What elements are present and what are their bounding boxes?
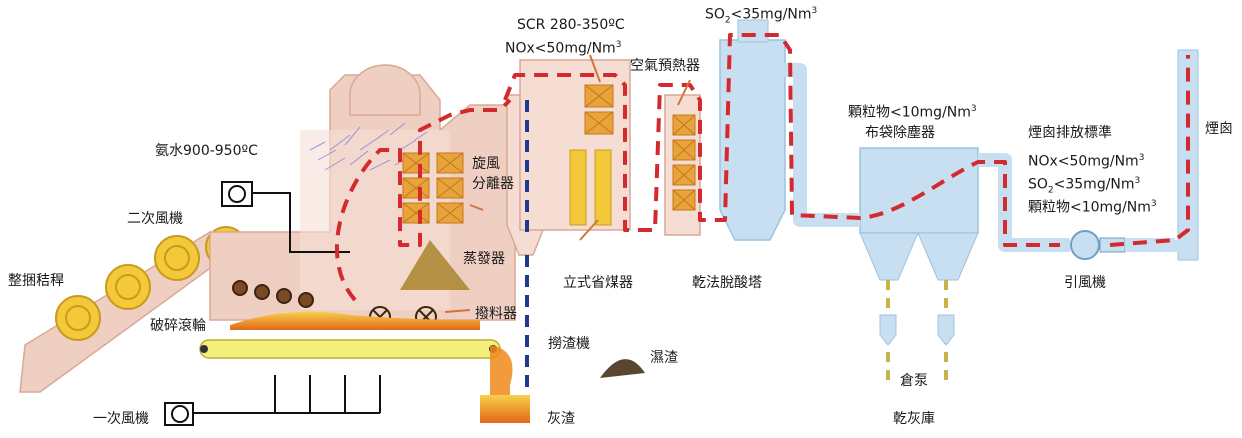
bag-filter [859, 147, 979, 281]
slag-remover-label: 撈渣機 [548, 336, 590, 352]
cyclone-label-line2: 分離器 [472, 176, 514, 192]
grate-conveyor [199, 339, 501, 359]
chimney [1177, 49, 1199, 261]
scr-economizer [519, 59, 631, 231]
dry-deacid-tower [719, 19, 786, 241]
combustion-particles [309, 122, 428, 171]
stack-dust-label: 顆粒物<10mg/Nm3 [1028, 199, 1157, 216]
bale-straw-label: 整捆秸稈 [8, 273, 64, 289]
economizer-label: 立式省煤器 [563, 275, 633, 291]
crusher-rollers [232, 280, 314, 308]
stoker-label: 撥料器 [475, 306, 517, 322]
primary-fan-label: 一次風機 [93, 411, 149, 427]
ash-hopper [400, 240, 470, 290]
stack-nox-label: NOx<50mg/Nm3 [1028, 153, 1145, 170]
stack-so2-label: SO2<35mg/Nm3 [1028, 176, 1141, 196]
wet-slag-pile [600, 359, 645, 378]
ammonia-line [252, 192, 350, 253]
chimney-label: 煙囪 [1205, 121, 1233, 137]
primary-fan [164, 402, 194, 426]
ammonia-label: 氨水900-950ºC [155, 143, 258, 159]
evaporator-label: 蒸發器 [463, 251, 505, 267]
leader-lines [444, 54, 691, 313]
wet-slag-label: 濕渣 [650, 350, 678, 366]
evaporator-coils [402, 152, 464, 224]
dry-ash-label: 乾灰庫 [893, 411, 935, 427]
bin-pump-label: 倉泵 [900, 373, 928, 389]
ash-label: 灰渣 [547, 411, 575, 427]
air-preheater-label: 空氣預熱器 [630, 58, 700, 74]
crusher-label: 破碎滾輪 [150, 318, 206, 334]
secondary-fan-label: 二次風機 [127, 211, 183, 227]
dust-limit-label: 顆粒物<10mg/Nm3 [848, 104, 977, 121]
cyclone-label-line1: 旋風 [472, 156, 500, 172]
grate-fire [230, 311, 480, 330]
id-fan-label: 引風機 [1064, 275, 1106, 291]
air-preheater [664, 94, 701, 236]
scr-nox-label: NOx<50mg/Nm3 [505, 40, 622, 57]
feed-conveyor [19, 231, 237, 393]
bin-pumps [879, 314, 955, 346]
stack-standard-label: 煙囪排放標準 [1028, 125, 1112, 141]
primary-air-manifold [190, 375, 381, 414]
dry-deacid-label: 乾法脫酸塔 [692, 275, 762, 291]
bag-filter-label: 布袋除塵器 [865, 125, 935, 141]
boiler [209, 64, 516, 330]
so2-top-label: SO2<35mg/Nm3 [705, 6, 818, 26]
ash-chute [480, 345, 530, 423]
flue-gas-path [334, 33, 1190, 302]
scr-temp-label: SCR 280-350ºC [517, 17, 625, 33]
ammonia-blower [221, 181, 253, 207]
